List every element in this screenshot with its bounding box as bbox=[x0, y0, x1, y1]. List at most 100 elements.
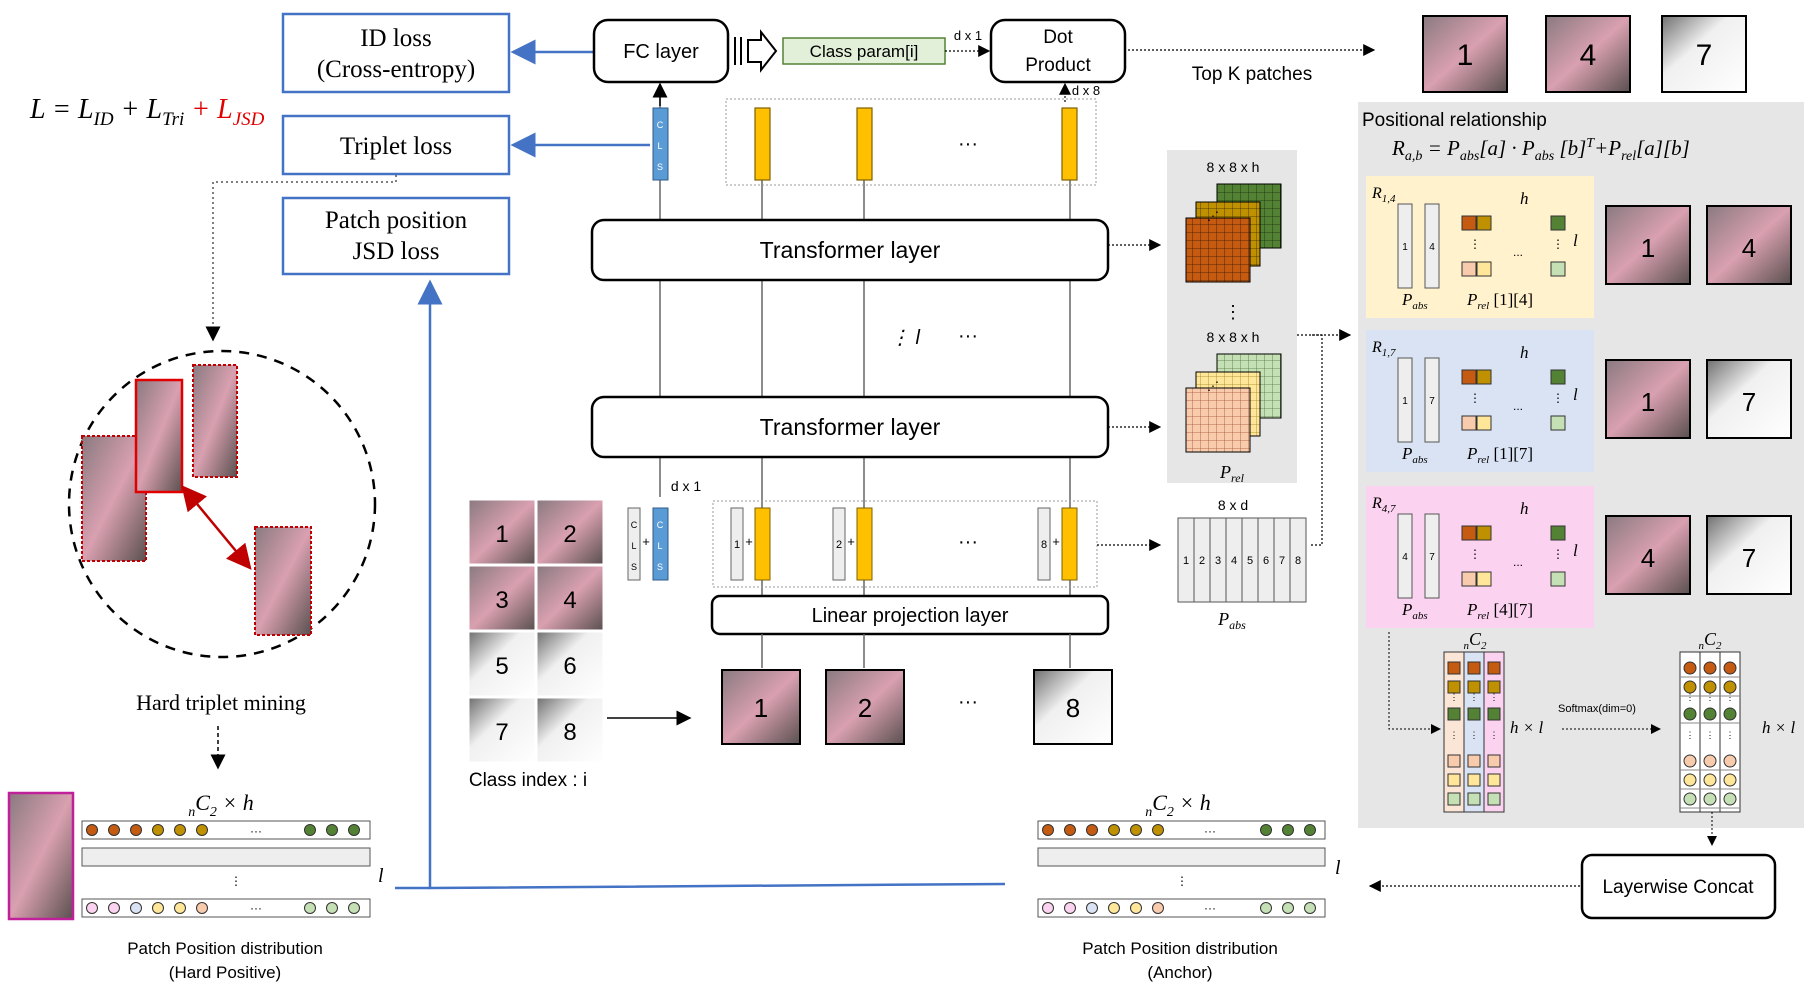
anchor-sample bbox=[134, 378, 184, 494]
svg-text:L: L bbox=[631, 541, 636, 551]
input-patch-8: 8 bbox=[1033, 669, 1113, 745]
svg-text:h: h bbox=[1520, 343, 1529, 362]
attention-stack-top: ⋰ bbox=[1185, 183, 1282, 283]
jsd-loss-box: Patch position JSD loss bbox=[281, 196, 511, 276]
svg-text:...: ... bbox=[1513, 399, 1523, 413]
svg-text:⋮: ⋮ bbox=[1450, 730, 1459, 740]
product-label: Product bbox=[1025, 55, 1091, 76]
svg-text:8: 8 bbox=[1295, 555, 1301, 567]
class-param-label: Class param[i] bbox=[810, 42, 919, 61]
svg-text:3: 3 bbox=[495, 587, 508, 614]
grid-patch-4: 4 bbox=[536, 565, 604, 631]
pair-image-7: 7 bbox=[1706, 515, 1792, 595]
svg-text:S: S bbox=[657, 162, 663, 172]
p-abs-cell-6: 6 bbox=[1257, 517, 1275, 603]
output-token-row bbox=[725, 98, 1097, 186]
svg-text:⋮: ⋮ bbox=[1176, 874, 1188, 888]
pos-embed-8: 8 + bbox=[1037, 507, 1078, 581]
positional-title: Positional relationship bbox=[1362, 110, 1547, 131]
pair-image-7: 7 bbox=[1706, 359, 1792, 439]
svg-text:⋮: ⋮ bbox=[1450, 692, 1459, 702]
svg-text:⋮: ⋮ bbox=[1706, 692, 1715, 702]
d-x-8-label: d x 8 bbox=[1072, 83, 1100, 98]
cls-token-input: C L S + C L S bbox=[627, 507, 669, 581]
svg-text:...: ... bbox=[1513, 245, 1523, 259]
svg-text:···: ··· bbox=[1204, 901, 1216, 915]
svg-text:⋮: ⋮ bbox=[1552, 391, 1564, 405]
hard-pair-arrow bbox=[181, 485, 252, 570]
class-index-label: Class index : i bbox=[469, 770, 587, 791]
total-loss-equation: L = LID + LTri + LJSD bbox=[29, 94, 265, 130]
svg-text:Pabs: Pabs bbox=[1401, 444, 1428, 466]
attention-stack-rel: ⋰ bbox=[1185, 353, 1282, 453]
output-ellipsis: ··· bbox=[958, 133, 978, 155]
attention-dim-top: 8 x 8 x h bbox=[1207, 159, 1260, 175]
triplet-loss-label: Triplet loss bbox=[340, 133, 452, 160]
hxl-left-label: h × l bbox=[1510, 718, 1543, 737]
svg-text:1: 1 bbox=[734, 539, 740, 551]
svg-text:8: 8 bbox=[1066, 693, 1080, 723]
nc2-left-label: nC2 bbox=[1463, 629, 1487, 652]
svg-text:1: 1 bbox=[1641, 387, 1655, 417]
patches-ellipsis: ··· bbox=[958, 691, 978, 713]
pos-embed-2: 2 + bbox=[832, 507, 873, 581]
fc-layer-label: FC layer bbox=[623, 41, 699, 63]
grid-patch-5: 5 bbox=[468, 631, 536, 697]
hxl-right-label: h × l bbox=[1762, 718, 1795, 737]
svg-text:7: 7 bbox=[1742, 543, 1756, 573]
pair-image-4: 4 bbox=[1706, 205, 1792, 285]
pos-embed-1: 1 + bbox=[730, 507, 771, 581]
svg-text:⋮: ⋮ bbox=[230, 874, 242, 888]
embed-ellipsis: ··· bbox=[958, 531, 978, 553]
svg-text:···: ··· bbox=[1204, 824, 1216, 838]
hard-positive-image bbox=[7, 791, 75, 921]
pair-image-1: 1 bbox=[1605, 359, 1691, 439]
svg-text:2: 2 bbox=[858, 693, 872, 723]
svg-text:⋮: ⋮ bbox=[1469, 547, 1481, 561]
grid-patch-2: 2 bbox=[536, 499, 604, 565]
linear-projection-box: Linear projection layer bbox=[710, 594, 1110, 636]
svg-text:⋮: ⋮ bbox=[1686, 692, 1695, 702]
svg-text:⋮: ⋮ bbox=[1469, 391, 1481, 405]
svg-text:7: 7 bbox=[1429, 552, 1435, 563]
d-x-1-mid-label: d x 1 bbox=[671, 478, 702, 494]
svg-text:⋰: ⋰ bbox=[1207, 209, 1219, 223]
svg-text:5: 5 bbox=[1247, 555, 1253, 567]
hardpos-l-label: l bbox=[378, 865, 384, 887]
top-k-label: Top K patches bbox=[1192, 64, 1312, 85]
input-patch-2: 2 bbox=[825, 669, 905, 745]
svg-text:1: 1 bbox=[1402, 396, 1408, 407]
svg-text:C: C bbox=[657, 120, 664, 130]
svg-text:6: 6 bbox=[563, 653, 576, 680]
svg-text:1: 1 bbox=[754, 693, 768, 723]
hardpos-nc2h: nC2 × h bbox=[188, 790, 254, 820]
svg-text:4: 4 bbox=[1402, 552, 1408, 563]
top-k-patch-1: 1 bbox=[1422, 15, 1508, 93]
svg-text:+: + bbox=[1052, 534, 1060, 549]
svg-text:S: S bbox=[631, 562, 637, 572]
hard-triplet-circle bbox=[67, 349, 377, 659]
svg-text:L: L bbox=[657, 141, 662, 151]
pair-image-1: 1 bbox=[1605, 205, 1691, 285]
svg-text:4: 4 bbox=[1641, 543, 1655, 573]
svg-text:2: 2 bbox=[1199, 555, 1205, 567]
top-k-patch-4: 4 bbox=[1545, 15, 1631, 93]
pair-image-4: 4 bbox=[1605, 515, 1691, 595]
linear-projection-label: Linear projection layer bbox=[812, 605, 1009, 627]
svg-text:⋮: ⋮ bbox=[1490, 692, 1499, 702]
svg-text:1: 1 bbox=[1402, 242, 1408, 253]
svg-text:C: C bbox=[657, 520, 664, 530]
layerwise-concat-label: Layerwise Concat bbox=[1602, 877, 1754, 898]
svg-text:⋮: ⋮ bbox=[1469, 237, 1481, 251]
p-abs-cell-8: 8 bbox=[1289, 517, 1307, 603]
id-loss-sublabel: (Cross-entropy) bbox=[317, 56, 475, 83]
svg-text:7: 7 bbox=[1429, 396, 1435, 407]
dot-label: Dot bbox=[1043, 27, 1073, 48]
cls-token-top: C L S bbox=[652, 107, 669, 181]
svg-text:2: 2 bbox=[563, 521, 576, 548]
layer-dots: ⋮ l bbox=[890, 327, 921, 349]
